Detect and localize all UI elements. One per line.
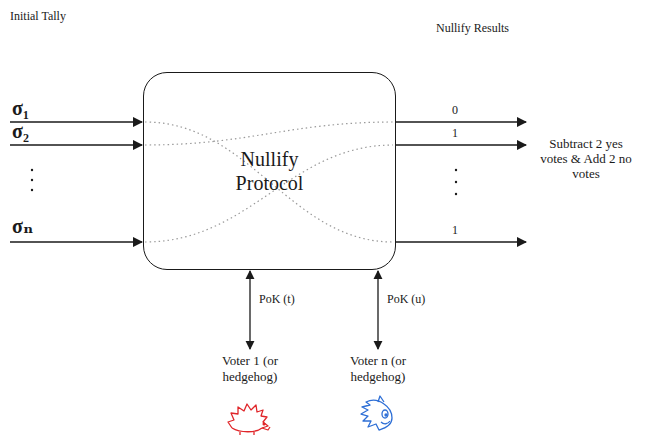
connector-arrow	[249, 271, 250, 349]
result-bit: 0	[452, 104, 458, 118]
output-arrows	[396, 122, 526, 242]
connector-arrow	[377, 271, 378, 349]
edge-label: PoK (t)	[258, 292, 296, 307]
result-bit: 1	[452, 224, 458, 238]
permutation-curves	[145, 122, 393, 242]
edge-label: PoK (u)	[386, 292, 426, 307]
heading-label: Nullify Results	[436, 22, 509, 36]
heading-label: Initial Tally	[10, 10, 66, 24]
protocol-box: Nullify Protocol	[143, 72, 396, 270]
connector-layer	[250, 271, 378, 349]
input-symbol: σₙ	[12, 215, 33, 238]
node-text: Voter 1 (or hedgehog)	[202, 353, 298, 384]
sonic-icon	[361, 396, 392, 430]
input-arrows	[10, 122, 142, 242]
input-symbol: σ₁	[12, 97, 29, 120]
node-text: Voter n (or hedgehog)	[330, 353, 426, 384]
voter-label: Voter n (or hedgehog)	[328, 352, 428, 385]
node-text: Nullify Protocol	[220, 147, 320, 195]
result-note: Subtract 2 yes votes & Add 2 no votes	[534, 137, 638, 182]
voter-label: Voter 1 (or hedgehog)	[200, 352, 300, 385]
result-bit: 1	[452, 127, 458, 141]
hedgehog-icon	[228, 404, 270, 435]
input-symbol: σ₂	[12, 120, 29, 143]
